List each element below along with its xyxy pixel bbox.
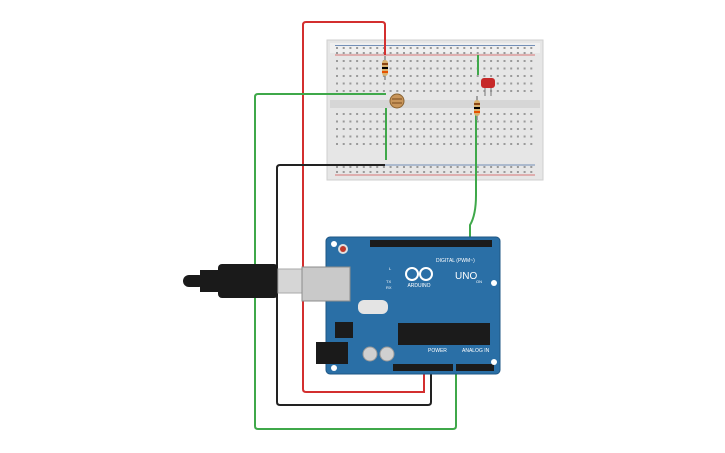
arduino-logo — [405, 267, 433, 281]
analog-header-label: ANALOG IN — [462, 348, 490, 354]
capacitor — [362, 346, 378, 362]
atmega-chip — [398, 323, 490, 345]
analog-header — [456, 364, 494, 371]
voltage-regulator — [335, 322, 353, 338]
usb-cable[interactable] — [183, 264, 305, 298]
arduino-uno[interactable]: ARDUINO UNO DIGITAL (PWM~) POWER ANALOG … — [301, 236, 501, 375]
on-label: ON — [476, 279, 482, 284]
breadboard-holes — [336, 47, 533, 173]
digital-header — [370, 240, 492, 247]
led-label-rx: RX — [386, 285, 392, 290]
resistor-2[interactable] — [474, 96, 480, 120]
capacitor — [379, 346, 395, 362]
black-wire — [276, 164, 432, 406]
red-led[interactable] — [481, 78, 495, 96]
brand-label: ARDUINO — [407, 283, 430, 289]
power-header-label: POWER — [428, 348, 447, 354]
model-label: UNO — [455, 271, 477, 282]
power-jack — [316, 342, 348, 364]
usb-port — [301, 266, 351, 302]
photoresistor[interactable] — [389, 93, 405, 109]
resistor-1[interactable] — [382, 56, 388, 80]
led-label-l: L — [389, 266, 392, 271]
breadboard[interactable] — [326, 39, 544, 181]
led-label-tx: TX — [386, 279, 391, 284]
green-wire-led — [469, 110, 477, 240]
wires — [254, 21, 479, 430]
power-header — [393, 364, 453, 371]
crystal — [358, 300, 388, 314]
red-wire — [302, 21, 425, 393]
green-wire-a0 — [254, 93, 457, 430]
digital-header-label: DIGITAL (PWM~) — [436, 258, 475, 264]
